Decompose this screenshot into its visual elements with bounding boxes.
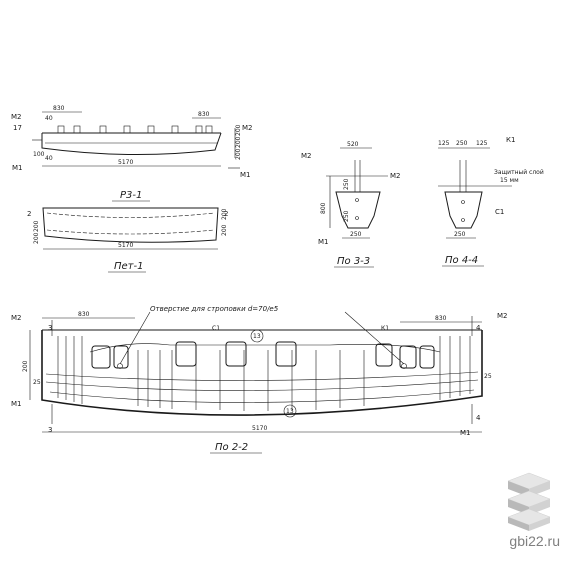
p33-section [335, 191, 381, 229]
site-url[interactable]: gbi22.ru [509, 533, 560, 549]
p44-dim-top-1: 125 [438, 140, 450, 147]
p22-dim-length: 5170 [252, 425, 267, 432]
view-pet1: 2 2 200 200 200 200 5170 Пет-1 [27, 207, 228, 273]
p44-dim-bottom: 250 [454, 231, 466, 238]
p33-dim-inner-2: 250 [343, 210, 350, 222]
p22-dim-small-left: 25 [33, 379, 41, 386]
pet1-title: Пет-1 [114, 261, 143, 272]
rz1-loops [57, 125, 213, 134]
p22-dim-small-right: 25 [484, 373, 492, 380]
stacked-slabs-icon [507, 472, 551, 531]
rz1-beam-outline [41, 132, 222, 156]
p22-mark-c1: С1 [212, 325, 220, 332]
p22-pos-13-bottom: 13 [286, 408, 294, 415]
p33-mark-top: М2 [301, 152, 312, 160]
pet1-mark-left: 2 [27, 210, 31, 218]
p44-mark-s1: С1 [495, 208, 504, 216]
view-p33: М2 М2 М1 520 800 250 250 250 По 3-3 [301, 141, 401, 268]
rz1-dim-small-1: 100 [33, 151, 45, 158]
rz1-mark-bottom: М1 [12, 164, 23, 172]
rz1-dim-right-1: 200 [235, 124, 242, 136]
rz1-mark-right-top: М2 [242, 124, 253, 132]
rz1-dim-length: 5170 [118, 159, 133, 166]
p22-mark-k1: К1 [381, 325, 389, 332]
p22-section-4-bottom: 4 [476, 414, 481, 422]
view-rz1: М2 17 М1 830 40 830 5170 100 40 200 200 … [11, 105, 253, 202]
p33-dim-height: 800 [320, 202, 327, 214]
pet1-dim-length: 5170 [118, 242, 133, 249]
pet1-mark-right: 2 [224, 210, 228, 218]
p22-dim-left: 830 [78, 311, 90, 318]
p22-dim-right: 830 [435, 315, 447, 322]
p22-note: Отверстие для строповки d=70/е5 [150, 305, 279, 313]
p22-mark-top-left: М2 [11, 314, 22, 322]
rz1-mark-top-num: 17 [13, 124, 22, 132]
rz1-dim-right-2: 200 [235, 136, 242, 148]
rz1-dim-top-right: 830 [198, 111, 210, 118]
pet1-dim-right-2: 200 [221, 224, 228, 236]
p22-section-3-bottom: 3 [48, 426, 52, 434]
p22-lifting-hole-right [401, 363, 407, 369]
rz1-dim-left-sub: 40 [45, 115, 53, 122]
p22-section-3-top: 3 [48, 324, 52, 332]
p44-note-line1: Защитный слой [494, 169, 544, 176]
view-p22: Отверстие для строповки d=70/е5 М2 М2 М1… [11, 305, 508, 454]
rz1-title: Р3-1 [120, 190, 142, 201]
p22-mark-top-right: М2 [497, 312, 508, 320]
pet1-outline [42, 207, 219, 243]
p22-stirrups [57, 336, 471, 411]
rz1-mark-top: М2 [11, 113, 22, 121]
p33-dim-bottom: 250 [350, 231, 362, 238]
p22-loops [91, 341, 435, 369]
p22-dim-height: 200 [22, 360, 29, 372]
p33-title: По 3-3 [337, 256, 370, 267]
p22-pos-13-top: 13 [253, 333, 261, 340]
rz1-mark-right-bottom: М1 [240, 171, 251, 179]
p44-dim-top-3: 125 [476, 140, 488, 147]
p33-mark-bottom: М1 [318, 238, 329, 246]
rz1-dim-small-2: 40 [45, 155, 53, 162]
rz1-dim-top-left: 830 [53, 105, 65, 112]
p22-mark-bottom-right: М1 [460, 429, 471, 437]
p33-dim-top: 520 [347, 141, 359, 148]
p22-section-4-top: 4 [476, 324, 481, 332]
view-p44: 125 250 125 К1 Защитный слой 15 мм С1 25… [438, 136, 544, 267]
p33-dim-inner-1: 250 [343, 178, 350, 190]
p22-position-13-top-icon [250, 329, 264, 343]
p44-mark-k1: К1 [506, 136, 515, 144]
rz1-dim-right-3: 200 [235, 148, 242, 160]
p22-position-13-bottom-icon [283, 404, 297, 418]
p33-mark-right: М2 [390, 172, 401, 180]
p22-title: По 2-2 [215, 442, 248, 453]
pet1-dim-left-1: 200 [33, 220, 40, 232]
p44-title: По 4-4 [445, 255, 478, 266]
pet1-dim-left-2: 200 [33, 232, 40, 244]
p22-mark-bottom-left: М1 [11, 400, 22, 408]
pet1-dim-right-1: 200 [221, 208, 228, 220]
p22-beam-outline [41, 330, 483, 416]
p44-dim-top-2: 250 [456, 140, 468, 147]
p44-section [444, 191, 483, 229]
p44-note-line2: 15 мм [500, 177, 519, 184]
